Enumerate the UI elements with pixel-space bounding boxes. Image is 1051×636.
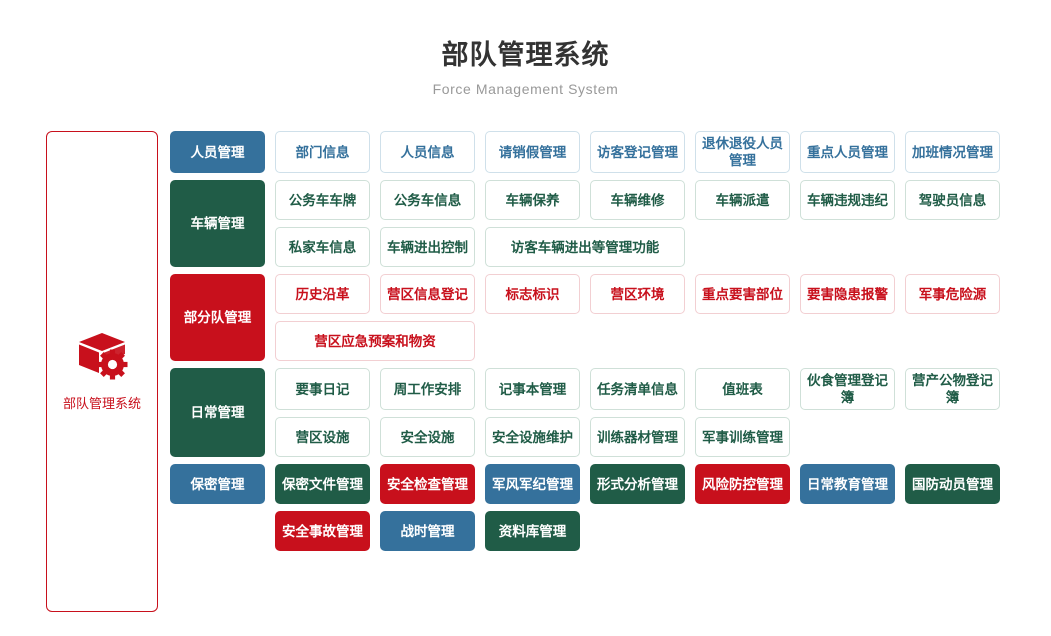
module-button[interactable]: 安全设施: [380, 417, 475, 457]
category-rows: 人员管理部门信息人员信息请销假管理访客登记管理退休退役人员管理重点人员管理加班情…: [170, 131, 1006, 558]
module-button[interactable]: 安全事故管理: [275, 511, 370, 551]
module-button[interactable]: 车辆违规违纪: [800, 180, 895, 220]
module-group: 公务车车牌公务车信息车辆保养车辆维修车辆派遣车辆违规违纪驾驶员信息私家车信息车辆…: [275, 180, 1006, 267]
module-button[interactable]: 任务清单信息: [590, 368, 685, 410]
category-row: 日常管理要事日记周工作安排记事本管理任务清单信息值班表伙食管理登记簿营产公物登记…: [170, 368, 1006, 457]
category-button[interactable]: 日常管理: [170, 368, 265, 457]
module-button[interactable]: 公务车信息: [380, 180, 475, 220]
module-button[interactable]: 历史沿革: [275, 274, 370, 314]
module-button[interactable]: 周工作安排: [380, 368, 475, 410]
module-line: 安全事故管理战时管理资料库管理: [275, 511, 1006, 551]
category-row: 保密管理保密文件管理安全检查管理军风军纪管理形式分析管理风险防控管理日常教育管理…: [170, 464, 1006, 504]
module-button[interactable]: 记事本管理: [485, 368, 580, 410]
module-line: 公务车车牌公务车信息车辆保养车辆维修车辆派遣车辆违规违纪驾驶员信息: [275, 180, 1006, 220]
module-button[interactable]: 国防动员管理: [905, 464, 1000, 504]
category-row: 安全事故管理战时管理资料库管理: [170, 511, 1006, 551]
module-button[interactable]: 要害隐患报警: [800, 274, 895, 314]
module-button[interactable]: 安全检查管理: [380, 464, 475, 504]
module-line: 部门信息人员信息请销假管理访客登记管理退休退役人员管理重点人员管理加班情况管理: [275, 131, 1006, 173]
category-row: 车辆管理公务车车牌公务车信息车辆保养车辆维修车辆派遣车辆违规违纪驾驶员信息私家车…: [170, 180, 1006, 267]
module-button[interactable]: 营区信息登记: [380, 274, 475, 314]
module-line: 营区设施安全设施安全设施维护训练器材管理军事训练管理: [275, 417, 1006, 457]
module-button[interactable]: 车辆派遣: [695, 180, 790, 220]
module-button[interactable]: 驾驶员信息: [905, 180, 1000, 220]
module-button[interactable]: 人员信息: [380, 131, 475, 173]
module-button[interactable]: 重点要害部位: [695, 274, 790, 314]
category-row: 部分队管理历史沿革营区信息登记标志标识营区环境重点要害部位要害隐患报警军事危险源…: [170, 274, 1006, 361]
module-button[interactable]: 风险防控管理: [695, 464, 790, 504]
category-spacer: [170, 511, 265, 551]
category-row: 人员管理部门信息人员信息请销假管理访客登记管理退休退役人员管理重点人员管理加班情…: [170, 131, 1006, 173]
module-line: 私家车信息车辆进出控制访客车辆进出等管理功能: [275, 227, 1006, 267]
module-button[interactable]: 访客车辆进出等管理功能: [485, 227, 685, 267]
page-subtitle: Force Management System: [432, 81, 619, 97]
module-line: 要事日记周工作安排记事本管理任务清单信息值班表伙食管理登记簿营产公物登记簿: [275, 368, 1006, 410]
module-button[interactable]: 营产公物登记簿: [905, 368, 1000, 410]
module-button[interactable]: 军风军纪管理: [485, 464, 580, 504]
page-title: 部队管理系统: [441, 40, 610, 70]
module-button[interactable]: 车辆保养: [485, 180, 580, 220]
module-button[interactable]: 保密文件管理: [275, 464, 370, 504]
module-button[interactable]: 重点人员管理: [800, 131, 895, 173]
module-group: 部门信息人员信息请销假管理访客登记管理退休退役人员管理重点人员管理加班情况管理: [275, 131, 1006, 173]
module-button[interactable]: 值班表: [695, 368, 790, 410]
module-group: 安全事故管理战时管理资料库管理: [275, 511, 1006, 551]
module-button[interactable]: 公务车车牌: [275, 180, 370, 220]
module-button[interactable]: 伙食管理登记簿: [800, 368, 895, 410]
module-button[interactable]: 训练器材管理: [590, 417, 685, 457]
module-button[interactable]: 资料库管理: [485, 511, 580, 551]
sidebar-label: 部队管理系统: [62, 395, 141, 411]
module-button[interactable]: 车辆维修: [590, 180, 685, 220]
module-button[interactable]: 部门信息: [275, 131, 370, 173]
page-header: 部队管理系统 Force Management System: [0, 0, 1051, 98]
module-button[interactable]: 退休退役人员管理: [695, 131, 790, 173]
module-button[interactable]: 标志标识: [485, 274, 580, 314]
module-button[interactable]: 军事训练管理: [695, 417, 790, 457]
module-button[interactable]: 访客登记管理: [590, 131, 685, 173]
module-group: 保密文件管理安全检查管理军风军纪管理形式分析管理风险防控管理日常教育管理国防动员…: [275, 464, 1006, 504]
category-button[interactable]: 保密管理: [170, 464, 265, 504]
module-button[interactable]: 加班情况管理: [905, 131, 1000, 173]
sidebar-system-card[interactable]: 部队管理系统: [46, 131, 158, 612]
module-button[interactable]: 营区环境: [590, 274, 685, 314]
module-button[interactable]: 车辆进出控制: [380, 227, 475, 267]
module-button[interactable]: 安全设施维护: [485, 417, 580, 457]
box-gear-icon: [79, 332, 128, 379]
module-button[interactable]: 战时管理: [380, 511, 475, 551]
module-group: 要事日记周工作安排记事本管理任务清单信息值班表伙食管理登记簿营产公物登记簿营区设…: [275, 368, 1006, 457]
module-line: 营区应急预案和物资: [275, 321, 1006, 361]
module-line: 历史沿革营区信息登记标志标识营区环境重点要害部位要害隐患报警军事危险源: [275, 274, 1006, 314]
module-button[interactable]: 要事日记: [275, 368, 370, 410]
module-button[interactable]: 日常教育管理: [800, 464, 895, 504]
main-layout: 部队管理系统 人员管理部门信息人员信息请销假管理访客登记管理退休退役人员管理重点…: [46, 131, 1006, 612]
category-button[interactable]: 部分队管理: [170, 274, 265, 361]
module-button[interactable]: 私家车信息: [275, 227, 370, 267]
module-button[interactable]: 营区应急预案和物资: [275, 321, 475, 361]
module-group: 历史沿革营区信息登记标志标识营区环境重点要害部位要害隐患报警军事危险源营区应急预…: [275, 274, 1006, 361]
module-line: 保密文件管理安全检查管理军风军纪管理形式分析管理风险防控管理日常教育管理国防动员…: [275, 464, 1006, 504]
category-button[interactable]: 车辆管理: [170, 180, 265, 267]
module-button[interactable]: 营区设施: [275, 417, 370, 457]
category-button[interactable]: 人员管理: [170, 131, 265, 173]
module-button[interactable]: 军事危险源: [905, 274, 1000, 314]
module-button[interactable]: 请销假管理: [485, 131, 580, 173]
module-button[interactable]: 形式分析管理: [590, 464, 685, 504]
